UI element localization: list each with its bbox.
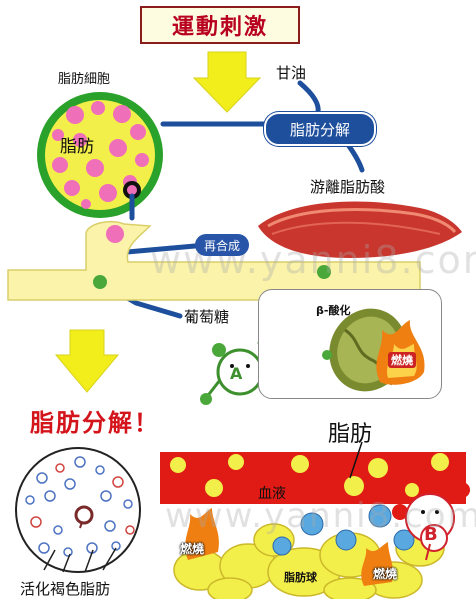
fat-in-cell-label: 脂肪 <box>60 137 94 157</box>
lipolysis-pill-label: 脂肪分解 <box>289 120 350 139</box>
burning-label-right: 燃燒 <box>373 567 398 581</box>
fat-label: 脂肪 <box>328 422 373 447</box>
watermark-bottom: www.yanni8.com <box>165 496 476 536</box>
down-arrow-left <box>54 329 120 393</box>
fat-droplets <box>52 101 149 209</box>
muscle-illustration <box>258 201 462 258</box>
recombine-pill: 再合成 <box>195 234 249 256</box>
fatty-acid-dot <box>317 265 331 279</box>
blood-label: 血液 <box>258 486 286 502</box>
glucose-label: 葡萄糖 <box>184 308 230 326</box>
mascot-b <box>392 482 470 561</box>
brown-fat-label: 活化褐色脂肪 <box>20 580 111 598</box>
mascot-a-letter: A <box>230 364 243 383</box>
title-box: 運動刺激 <box>140 6 300 44</box>
flames-bottom <box>185 508 394 586</box>
burning-label-mito: 燃燒 <box>388 352 416 368</box>
blood-fat-droplets <box>170 453 449 497</box>
glycerol-label: 甘油 <box>276 64 307 82</box>
burning-label-left: 燃燒 <box>180 542 205 556</box>
beta-oxidation-label: β-酸化 <box>316 304 351 317</box>
enzyme-blobs <box>272 504 415 556</box>
fat-cell-label: 脂肪細胞 <box>58 72 111 87</box>
free-fatty-acid-label: 游離脂肪酸 <box>310 178 386 196</box>
fat-ball-label: 脂肪球 <box>284 571 317 584</box>
recombine-label: 再合成 <box>203 238 240 253</box>
down-arrow-top <box>192 51 262 113</box>
lipolysis-pill: 脂肪分解 <box>264 112 376 146</box>
mascot-b-letter: B <box>424 524 438 545</box>
lipolysis-heading: 脂肪分解！ <box>30 409 160 437</box>
page-title: 運動刺激 <box>171 15 268 40</box>
brown-fat-droplets <box>25 456 135 557</box>
glucose-dot <box>93 275 107 289</box>
